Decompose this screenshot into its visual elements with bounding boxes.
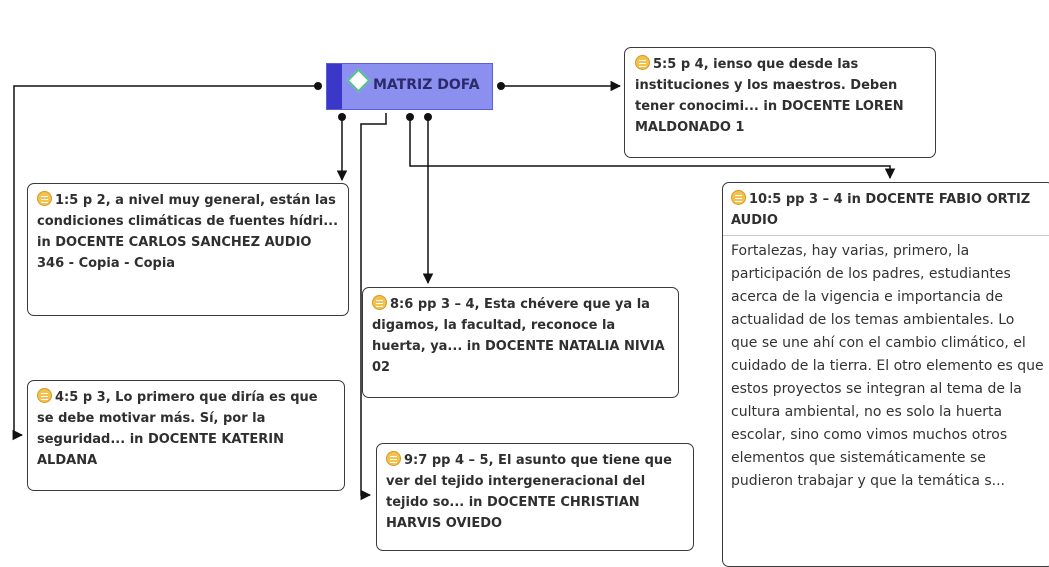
quote-body-text: Fortalezas, hay varias, primero, la part… [731, 243, 1044, 489]
quote-node-8[interactable]: 8:6 pp 3 – 4, Esta chévere que ya la dig… [362, 287, 679, 398]
quote-node-10[interactable]: 10:5 pp 3 – 4 in DOCENTE FABIO ORTIZ AUD… [722, 182, 1049, 567]
code-node-matriz-dofa[interactable]: MATRIZ DOFA [326, 63, 493, 110]
quote-text: 1:5 p 2, a nivel muy general, están las … [37, 193, 339, 271]
quote-text: 9:7 pp 4 – 5, El asunto que tiene que ve… [386, 453, 672, 531]
quote-header: 10:5 pp 3 – 4 in DOCENTE FABIO ORTIZ AUD… [723, 189, 1049, 236]
code-label: MATRIZ DOFA [373, 77, 480, 93]
code-color-bar [327, 64, 342, 109]
link-hub-q4 [12, 85, 318, 441]
quote-text: 8:6 pp 3 – 4, Esta chévere que ya la dig… [372, 297, 665, 375]
quote-node-9[interactable]: 9:7 pp 4 – 5, El asunto que tiene que ve… [376, 443, 694, 551]
link-hub-q9 [360, 113, 387, 501]
quote-node-5[interactable]: 5:5 p 4, ienso que desde las institucion… [624, 47, 936, 158]
quote-text: 4:5 p 3, Lo primero que diría es que se … [37, 390, 318, 468]
quotation-doc-icon [386, 451, 401, 466]
code-diamond-icon [346, 68, 371, 93]
quotation-doc-icon [635, 55, 650, 70]
quote-node-1[interactable]: 1:5 p 2, a nivel muy general, están las … [27, 183, 349, 316]
quotation-doc-icon [731, 190, 746, 205]
quotation-doc-icon [37, 388, 52, 403]
quotation-doc-icon [37, 191, 52, 206]
quote-text: 5:5 p 4, ienso que desde las institucion… [635, 57, 904, 135]
link-hub-q10 [409, 118, 896, 180]
quotation-doc-icon [372, 295, 387, 310]
quote-title: 10:5 pp 3 – 4 in DOCENTE FABIO ORTIZ AUD… [731, 192, 1031, 228]
link-lines [12, 80, 896, 501]
quote-node-4[interactable]: 4:5 p 3, Lo primero que diría es que se … [27, 380, 345, 491]
